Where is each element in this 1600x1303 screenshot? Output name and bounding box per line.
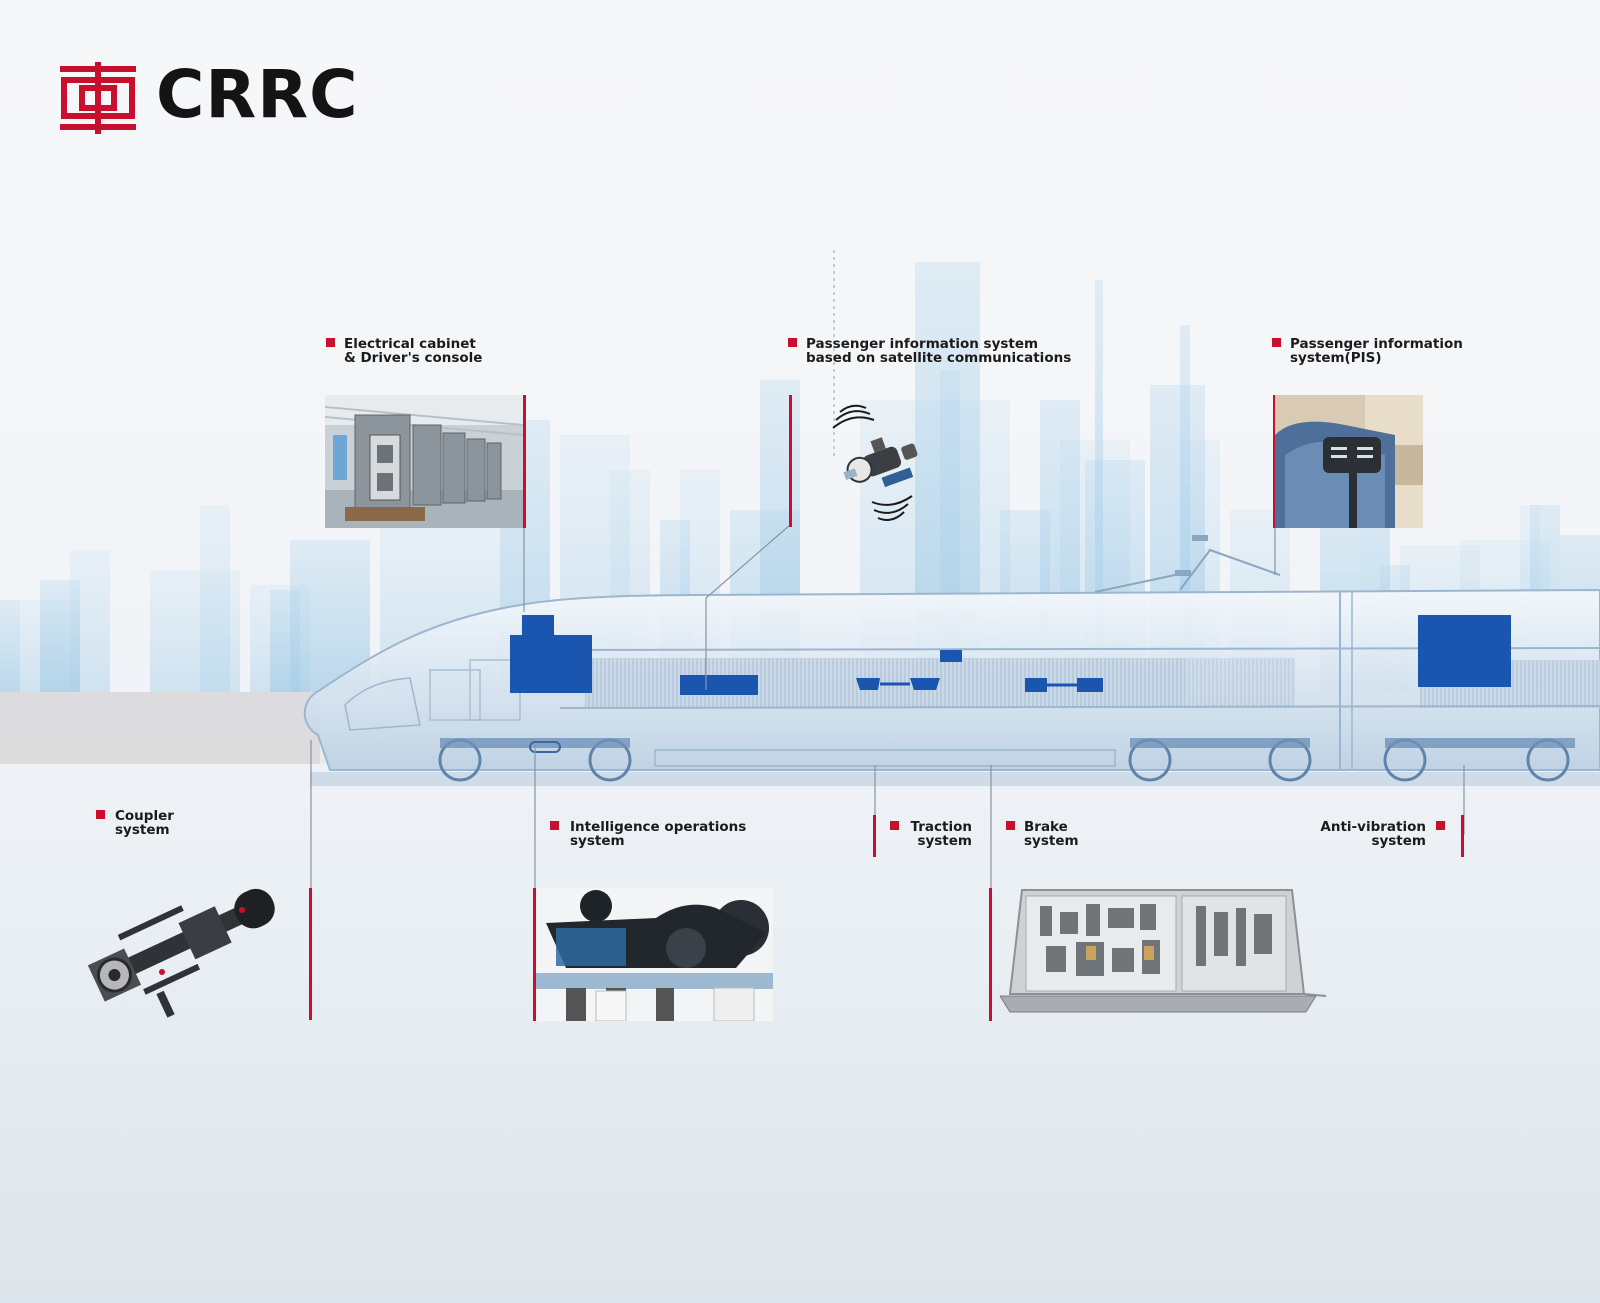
pis-seat-photo [1275, 395, 1423, 528]
coupler-bullet-icon [96, 810, 105, 819]
intelligence-bullet-icon [550, 821, 559, 830]
electrical-cabinet-label: Electrical cabinet& Driver's console [344, 336, 483, 366]
crrc-wordmark: CRRC [156, 56, 359, 133]
electrical-bullet-icon [326, 338, 335, 347]
pis-red-marker [1273, 395, 1276, 528]
intelligence-red-marker [533, 888, 536, 1021]
pis-bullet-icon [1272, 338, 1281, 347]
crrc-logo-icon [60, 62, 136, 134]
electrical-cabinet-photo [325, 395, 523, 528]
intelligence-bogie-photo [536, 888, 773, 1021]
satellite-red-marker [789, 395, 792, 527]
traction-bullet-icon [890, 821, 899, 830]
antivibration-red-marker [1461, 815, 1464, 857]
brake-red-marker [989, 888, 992, 1021]
electrical-red-marker [523, 395, 526, 528]
coupler-system-illustration [87, 888, 275, 1018]
satellite-icon [832, 404, 918, 521]
brake-system-photo [1000, 889, 1327, 1013]
brake-bullet-icon [1006, 821, 1015, 830]
coupler-red-marker [309, 888, 312, 1020]
satellite-bullet-icon [788, 338, 797, 347]
traction-red-marker [873, 815, 876, 857]
antivibration-bullet-icon [1436, 821, 1445, 830]
